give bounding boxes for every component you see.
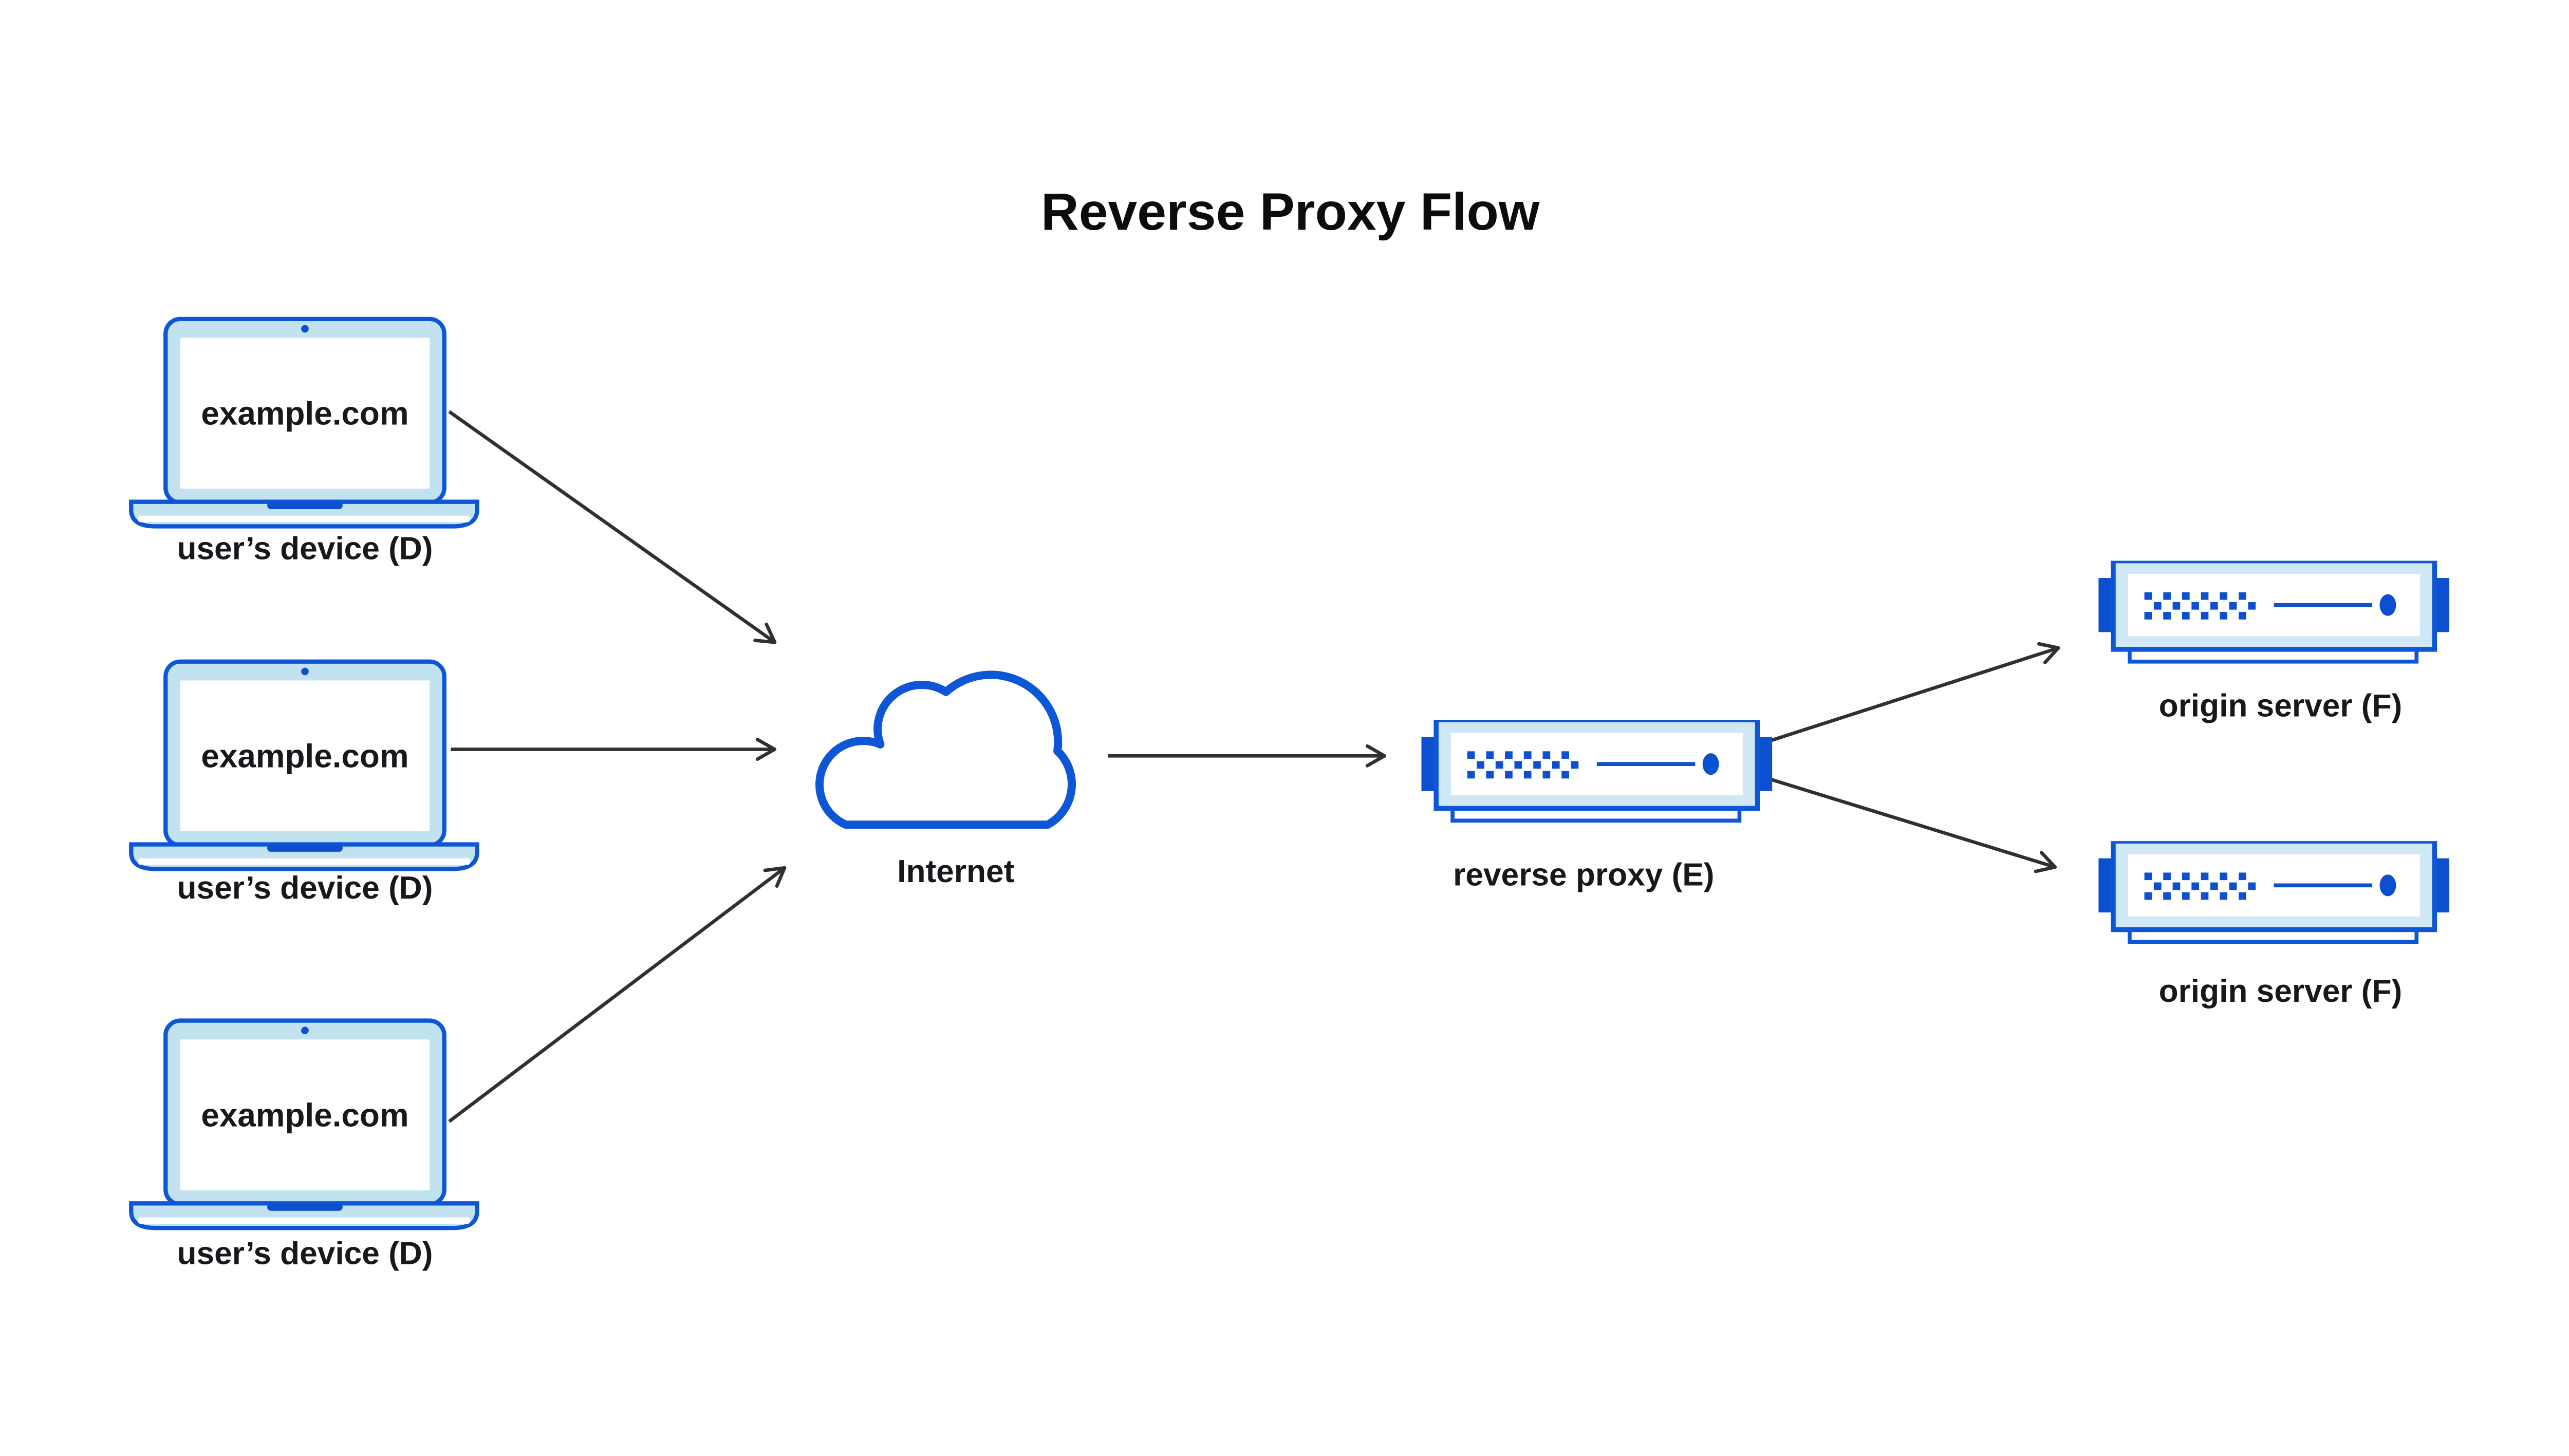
device-screen-text: example.com — [201, 738, 408, 775]
cloud-icon — [815, 670, 1076, 829]
internet-label: Internet — [897, 854, 1014, 889]
device-label: user’s device (D) — [177, 870, 433, 906]
device-label: user’s device (D) — [177, 531, 433, 566]
device-node-3: example.com user’s device (D) — [131, 1021, 477, 1271]
device-node-1: example.com user’s device (D) — [131, 319, 477, 566]
arrow-device-1-to-internet — [448, 410, 777, 644]
arrow-reverse-proxy-to-origin-server-1 — [1768, 642, 2060, 743]
origin-server-node-1: origin server (F) — [2098, 561, 2449, 724]
origin-server-icon — [2098, 561, 2449, 662]
origin-server-label: origin server (F) — [2159, 974, 2403, 1009]
device-node-2: example.com user’s device (D) — [131, 662, 477, 906]
device-label: user’s device (D) — [177, 1236, 433, 1271]
origin-server-icon — [2098, 841, 2449, 942]
internet-node: Internet — [815, 670, 1076, 889]
origin-server-label: origin server (F) — [2159, 688, 2403, 724]
arrow-device-3-to-internet — [448, 866, 787, 1123]
flow-arrows — [448, 410, 2060, 1123]
arrow-reverse-proxy-to-origin-server-2 — [1768, 777, 2057, 873]
origin-server-node-2: origin server (F) — [2098, 841, 2449, 1009]
reverse-proxy-icon — [1421, 720, 1772, 820]
reverse-proxy-node: reverse proxy (E) — [1421, 720, 1772, 892]
device-screen-text: example.com — [201, 1096, 408, 1133]
device-screen-text: example.com — [201, 395, 408, 432]
reverse-proxy-label: reverse proxy (E) — [1453, 857, 1714, 892]
page-title: Reverse Proxy Flow — [1041, 182, 1540, 241]
